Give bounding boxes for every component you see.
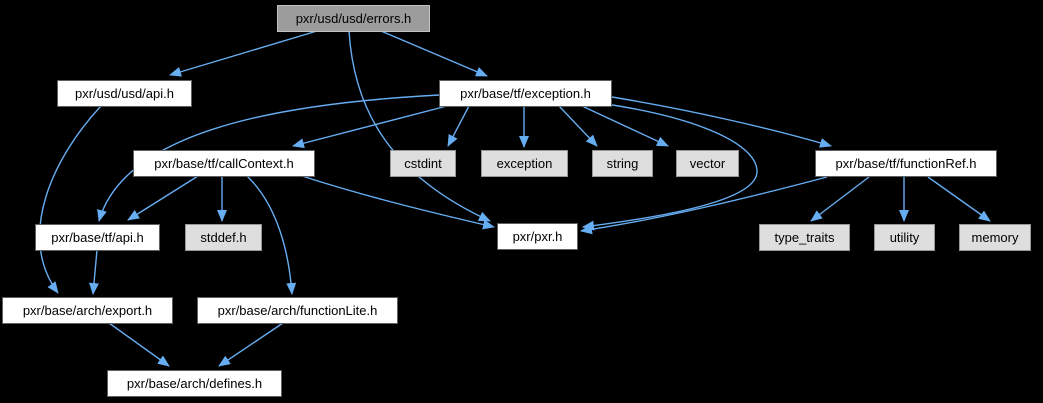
node-utility: utility (874, 224, 935, 251)
node-arch-defines-h[interactable]: pxr/base/arch/defines.h (107, 370, 282, 397)
node-std-string: string (592, 150, 653, 177)
edge-functionref-to-type-traits (810, 176, 870, 222)
edge-errors-to-usd-api (169, 30, 318, 77)
edge-tf-exception-to-functionref (611, 96, 832, 148)
edge-tf-exception-to-callcontext (292, 105, 448, 149)
node-stddef-h: stddef.h (185, 224, 262, 251)
edge-errors-to-pxr (348, 30, 491, 222)
node-tf-callcontext-h[interactable]: pxr/base/tf/callContext.h (133, 150, 315, 177)
node-std-vector: vector (676, 150, 739, 177)
edge-functionref-to-pxr (580, 176, 828, 235)
edge-tf-exception-to-tf-api (97, 94, 440, 222)
edge-callcontext-to-tf-api (127, 175, 199, 221)
node-tf-functionref-h[interactable]: pxr/base/tf/functionRef.h (815, 150, 997, 177)
edge-usd-api-to-arch-export (38, 105, 102, 294)
edge-tf-exception-to-cstdint (447, 105, 470, 147)
node-tf-api-h[interactable]: pxr/base/tf/api.h (35, 224, 160, 251)
edge-tf-exception-to-vector (581, 105, 669, 147)
node-usd-errors-h: pxr/usd/usd/errors.h (277, 5, 430, 32)
node-arch-functionlite-h[interactable]: pxr/base/arch/functionLite.h (197, 297, 398, 324)
node-std-exception: exception (481, 150, 568, 177)
edge-functionlite-to-defines (218, 322, 284, 367)
edge-callcontext-to-pxr (301, 175, 495, 230)
node-pxr-pxr-h[interactable]: pxr/pxr.h (497, 223, 578, 250)
node-tf-exception-h[interactable]: pxr/base/tf/exception.h (439, 80, 612, 107)
node-memory: memory (959, 224, 1031, 251)
edge-functionref-to-memory (927, 176, 991, 222)
node-cstdint: cstdint (390, 150, 456, 177)
edge-tf-api-to-arch-export (89, 249, 99, 295)
edge-callcontext-to-functionlite (246, 175, 297, 295)
edge-tf-exception-to-string (558, 105, 598, 147)
edge-errors-to-tf-exception (380, 30, 488, 77)
node-type-traits: type_traits (759, 224, 850, 251)
node-arch-export-h[interactable]: pxr/base/arch/export.h (2, 297, 173, 324)
edge-arch-export-to-defines (108, 322, 170, 367)
edge-tf-exception-to-pxr (582, 103, 758, 231)
node-usd-api-h[interactable]: pxr/usd/usd/api.h (57, 80, 192, 107)
